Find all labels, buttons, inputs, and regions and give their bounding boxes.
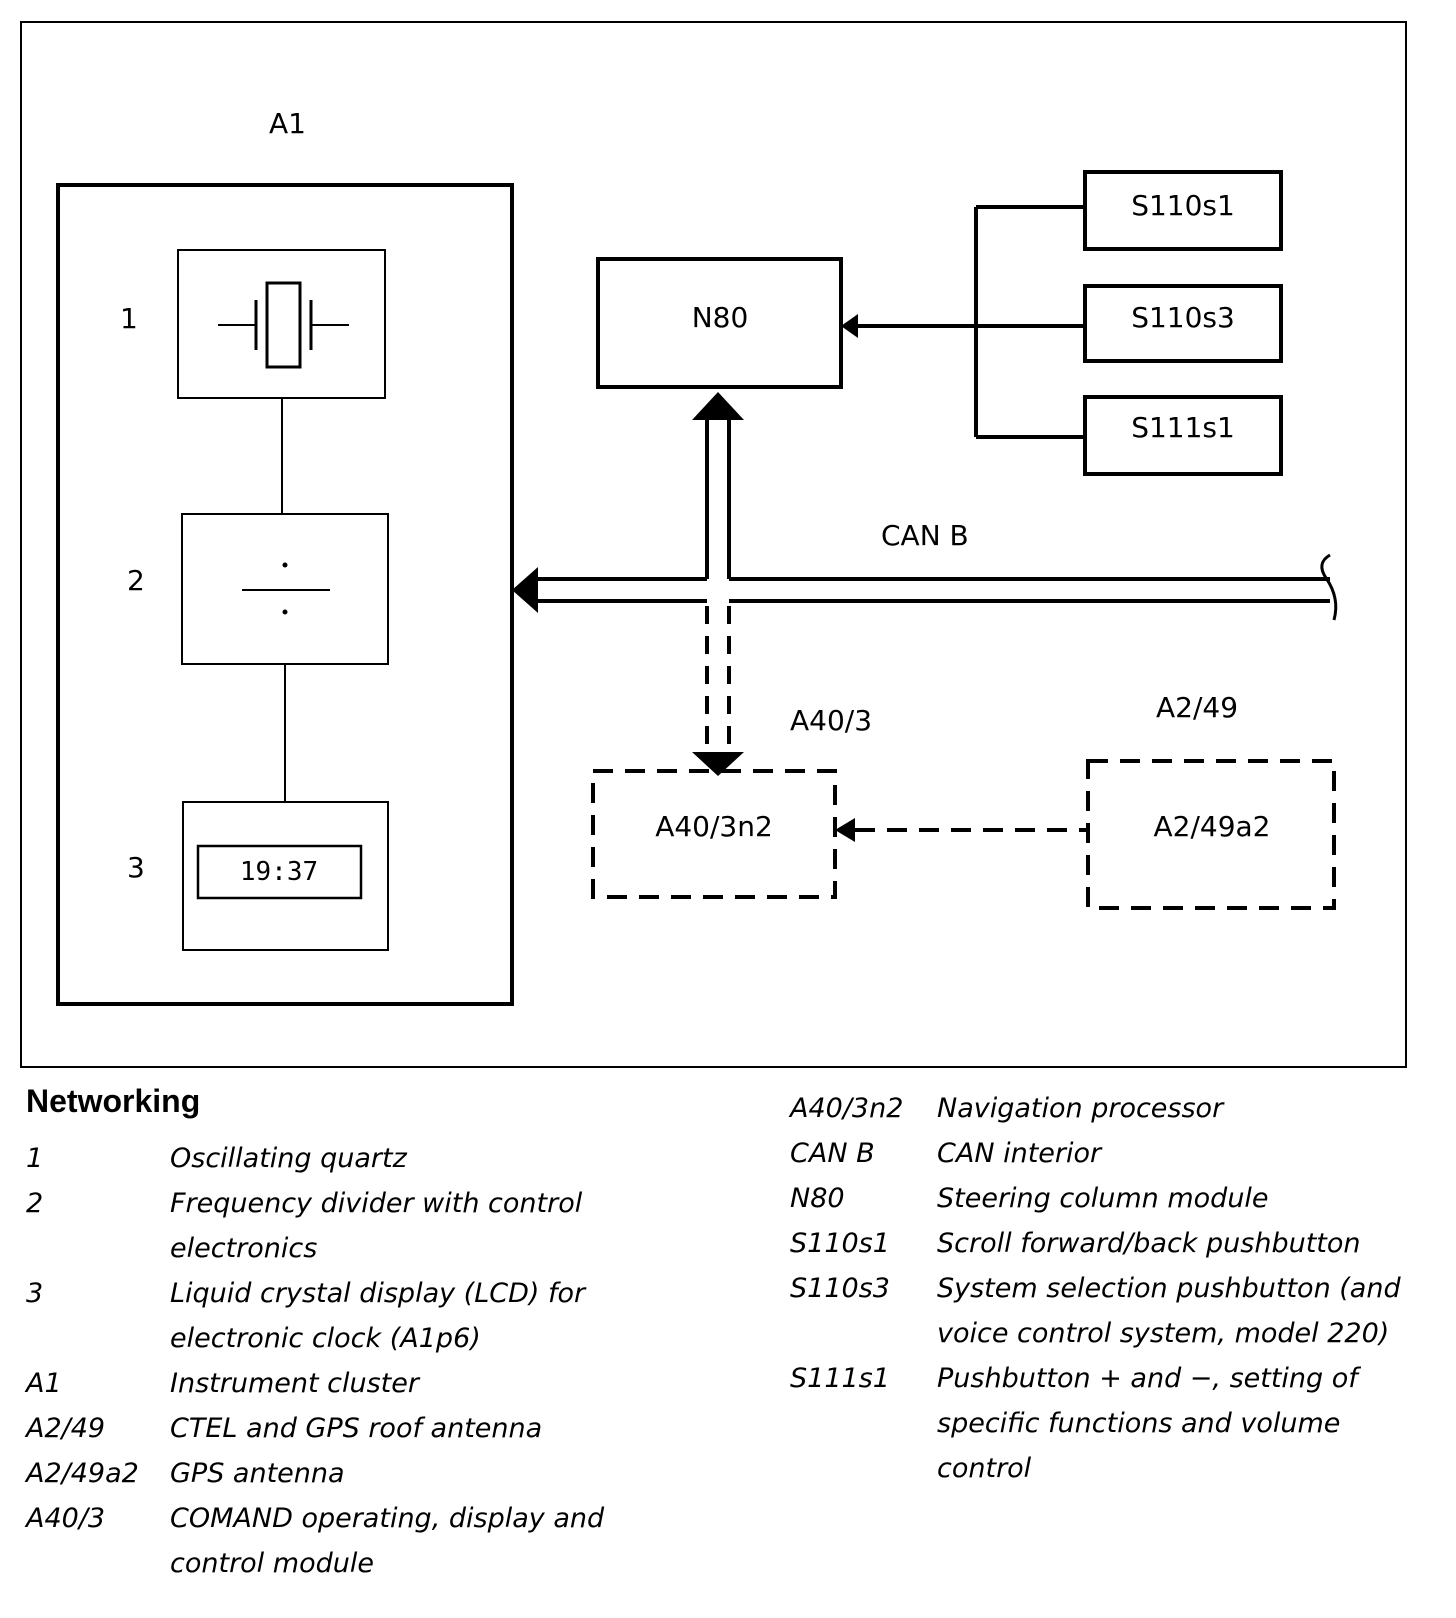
lcd-time: 19:37 xyxy=(240,857,318,887)
legend-code: A2/49 xyxy=(26,1413,106,1444)
s110s3-box xyxy=(1083,284,1283,363)
switch-wiring xyxy=(856,205,1085,439)
legend-code: A40/3 xyxy=(26,1503,106,1534)
legend-code: S111s1 xyxy=(790,1363,890,1394)
a40-3n2-label: A40/3n2 xyxy=(655,810,773,843)
a2-49-label: A2/49 xyxy=(1156,691,1238,724)
can-b-label: CAN B xyxy=(881,519,969,552)
legend-desc: Steering column module xyxy=(937,1183,1269,1214)
s111s1-label: S111s1 xyxy=(1131,411,1235,444)
legend-code: A40/3n2 xyxy=(790,1093,904,1124)
lcd-module-box xyxy=(182,801,389,951)
item-2-label: 2 xyxy=(127,564,145,597)
quartz-box xyxy=(177,249,386,399)
legend-right: A40/3n2 Navigation processor CAN B CAN int… xyxy=(790,1086,1440,1491)
legend-code: 1 xyxy=(26,1143,44,1174)
legend-item: S111s1 Pushbutton + and −, setting of spe… xyxy=(790,1356,1440,1491)
legend-item: A40/3n2 Navigation processor xyxy=(790,1086,1440,1131)
diagram-frame xyxy=(20,21,1407,1068)
legend-desc: Instrument cluster xyxy=(170,1368,419,1399)
legend-desc: Liquid crystal display (LCD) for electro… xyxy=(170,1278,586,1354)
legend-code: 2 xyxy=(26,1188,44,1219)
legend-item: N80 Steering column module xyxy=(790,1176,1440,1221)
legend-desc: Navigation processor xyxy=(937,1093,1224,1124)
legend-desc: CTEL and GPS roof antenna xyxy=(170,1413,543,1444)
s110s1-box xyxy=(1083,170,1283,251)
legend-item: S110s3 System selection pushbutton (and v… xyxy=(790,1266,1440,1356)
legend-code: N80 xyxy=(790,1183,845,1214)
legend-code: 3 xyxy=(26,1278,44,1309)
can-b-bus xyxy=(538,553,1338,621)
divide-symbol-icon xyxy=(242,562,330,615)
legend-code: A1 xyxy=(26,1368,62,1399)
can-a40-link xyxy=(705,606,731,752)
a40-3-label: A40/3 xyxy=(790,704,872,737)
s110s3-label: S110s3 xyxy=(1131,301,1235,334)
legend-item: A2/49a2 GPS antenna xyxy=(26,1451,666,1496)
n80-label: N80 xyxy=(692,301,749,334)
quartz-crystal-icon xyxy=(218,281,349,369)
legend-desc: Oscillating quartz xyxy=(170,1143,407,1174)
item-1-label: 1 xyxy=(120,302,138,335)
gps-arrow-to-a40 xyxy=(835,818,855,842)
legend-item: CAN B CAN interior xyxy=(790,1131,1440,1176)
n80-box xyxy=(596,257,843,389)
legend-item: A1 Instrument cluster xyxy=(26,1361,666,1406)
legend-item: 2 Frequency divider with control electron… xyxy=(26,1181,666,1271)
can-arrow-to-n80 xyxy=(692,392,744,420)
s110s1-label: S110s1 xyxy=(1131,189,1235,222)
legend-desc: Frequency divider with control electroni… xyxy=(170,1188,583,1264)
legend-desc: GPS antenna xyxy=(170,1458,345,1489)
legend-code: S110s1 xyxy=(790,1228,890,1259)
legend-desc: System selection pushbutton (and voice c… xyxy=(937,1273,1401,1349)
item-3-label: 3 xyxy=(127,851,145,884)
legend-item: A40/3 COMAND operating, display and contr… xyxy=(26,1496,666,1586)
lcd-screen xyxy=(196,844,363,900)
a1-label: A1 xyxy=(269,107,306,140)
networking-diagram: A1 1 2 3 19:37 N80 S110s1 S110s3 S111s1 xyxy=(20,21,1407,1068)
legend-code: S110s3 xyxy=(790,1273,890,1304)
legend-item: 3 Liquid crystal display (LCD) for electr… xyxy=(26,1271,666,1361)
n80-input-arrow xyxy=(841,314,858,338)
legend-left: 1 Oscillating quartz 2 Frequency divider w… xyxy=(26,1136,666,1586)
legend-item: A2/49 CTEL and GPS roof antenna xyxy=(26,1406,666,1451)
can-arrow-to-a40 xyxy=(692,752,744,776)
legend-desc: CAN interior xyxy=(937,1138,1102,1169)
a40-3n2-box xyxy=(591,769,837,899)
legend-item: 1 Oscillating quartz xyxy=(26,1136,666,1181)
legend-item: S110s1 Scroll forward/back pushbutton xyxy=(790,1221,1440,1266)
n80-can-link xyxy=(705,420,731,579)
a2-49a2-box xyxy=(1086,759,1336,910)
legend-code: A2/49a2 xyxy=(26,1458,139,1489)
legend-code: CAN B xyxy=(790,1138,875,1169)
legend-desc: Pushbutton + and −, setting of specific … xyxy=(937,1363,1358,1484)
can-b-arrow-to-a1 xyxy=(512,567,538,613)
legend-title: Networking xyxy=(26,1083,201,1119)
legend-desc: COMAND operating, display and control mo… xyxy=(170,1503,605,1579)
legend-desc: Scroll forward/back pushbutton xyxy=(937,1228,1361,1259)
a1-box xyxy=(56,183,514,1006)
a2-49a2-label: A2/49a2 xyxy=(1153,810,1270,843)
